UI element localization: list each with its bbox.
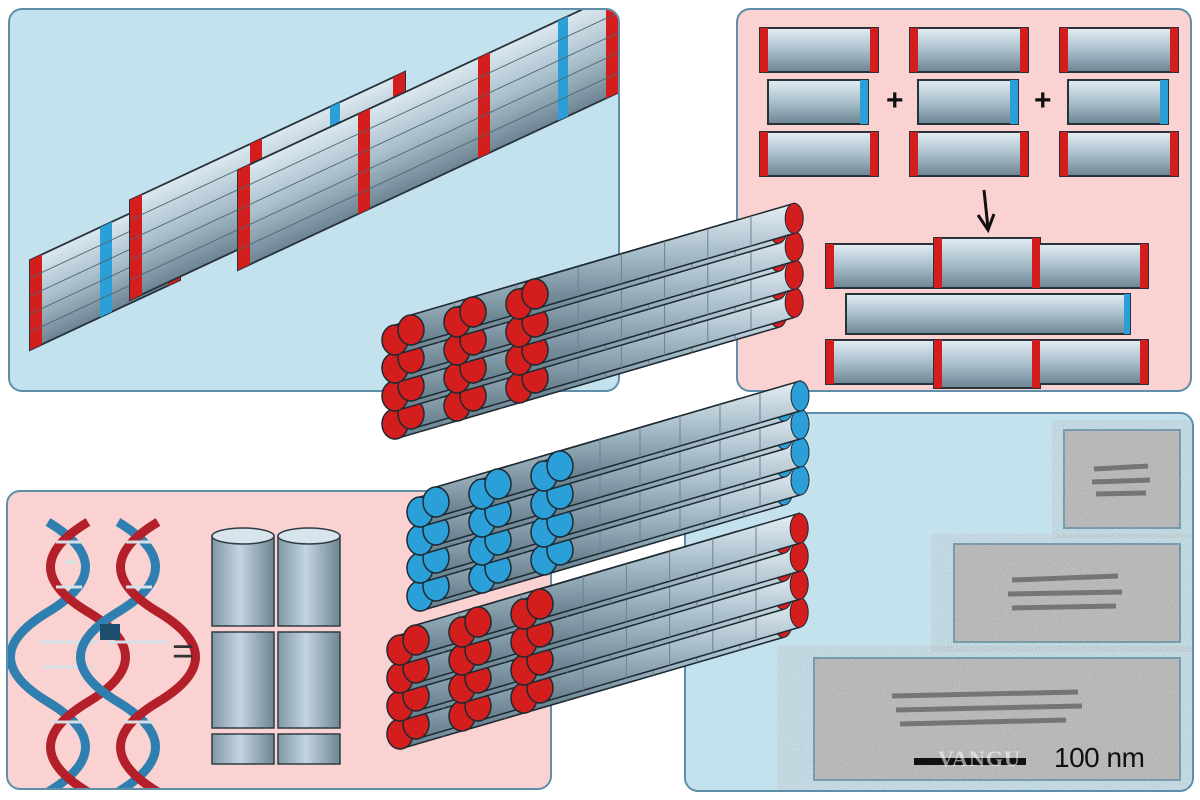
panel-unit-combination: + +: [736, 8, 1192, 392]
cylinder-pair: [211, 527, 341, 765]
panel-assembly-series: [8, 8, 620, 392]
equals-sign: =: [172, 631, 194, 673]
double-helix-left: [8, 518, 130, 788]
scale-bar: [914, 758, 1026, 765]
micrograph-small: [1063, 429, 1181, 529]
micrograph-drawing: [813, 429, 1181, 781]
central-rod-bundle: [381, 202, 810, 750]
plus-sign: +: [1034, 84, 1052, 117]
watermark: VANGU: [938, 746, 1021, 771]
assembly-series-drawing: [29, 10, 618, 352]
double-helix-right: [76, 518, 200, 788]
unit-3: [1059, 27, 1179, 177]
long-assembly: [237, 10, 618, 272]
helix-equivalence-drawing: =: [8, 518, 341, 788]
down-arrow: [976, 189, 996, 234]
unit-combination-drawing: + +: [759, 27, 1179, 389]
scale-bar-label: 100 nm: [1054, 742, 1145, 773]
plus-sign: +: [886, 84, 904, 117]
unit-1: [759, 27, 879, 177]
micrograph-medium: [953, 543, 1181, 643]
unit-2: [909, 27, 1029, 177]
crossover-junction: [100, 624, 120, 640]
central-rod: [521, 202, 804, 310]
central-rod: [546, 380, 810, 482]
central-rod: [526, 512, 809, 620]
assembled-unit: [825, 237, 1149, 389]
